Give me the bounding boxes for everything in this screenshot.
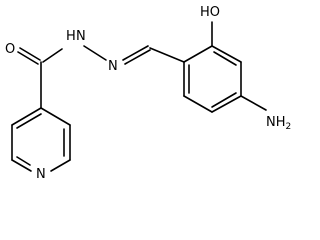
- atom-amino: NH2: [266, 115, 291, 132]
- molecule-canvas: O H N N HO NH2 N: [5, 5, 292, 182]
- atom-oxygen-carbonyl: O: [5, 42, 15, 57]
- bond-n-n: [83, 45, 107, 61]
- atom-pyridine-n: N: [36, 167, 46, 182]
- bond-c-nh: [42, 48, 63, 63]
- bond-bz-5: [183, 95, 213, 113]
- bond-bz-2: [211, 45, 242, 63]
- atom-labels: O H N N HO NH2 N: [5, 5, 291, 182]
- molecule-structure: O H N N HO NH2 N: [5, 5, 291, 182]
- bond-bz-2b: [213, 51, 237, 66]
- bond-imine-a: [122, 45, 149, 61]
- bond-py-3: [50, 159, 71, 172]
- bond-nh2: [240, 95, 267, 111]
- atom-hydrazide-n: N: [76, 29, 86, 44]
- bond-imine-b: [124, 49, 151, 65]
- bond-carbonyl-b: [17, 51, 39, 65]
- bond-py-6: [11, 107, 42, 126]
- bond-bz-4b: [211, 92, 237, 108]
- atom-hydrazide-h: H: [66, 29, 76, 44]
- bond-carbonyl-a: [19, 47, 41, 61]
- bond-py-1: [40, 107, 71, 126]
- atom-amino-subscript: 2: [286, 122, 292, 132]
- atom-hydroxyl: HO: [200, 5, 220, 20]
- bond-ch-ring: [149, 47, 185, 63]
- bond-py-4b: [16, 156, 31, 166]
- bond-py-4: [11, 159, 32, 172]
- atom-imine-n: N: [108, 59, 118, 74]
- atom-amino-main: NH: [266, 115, 286, 130]
- bond-bz-4: [211, 95, 242, 113]
- bond-py-6b: [16, 113, 42, 129]
- bond-bz-1: [183, 45, 213, 63]
- bonds: [11, 21, 267, 172]
